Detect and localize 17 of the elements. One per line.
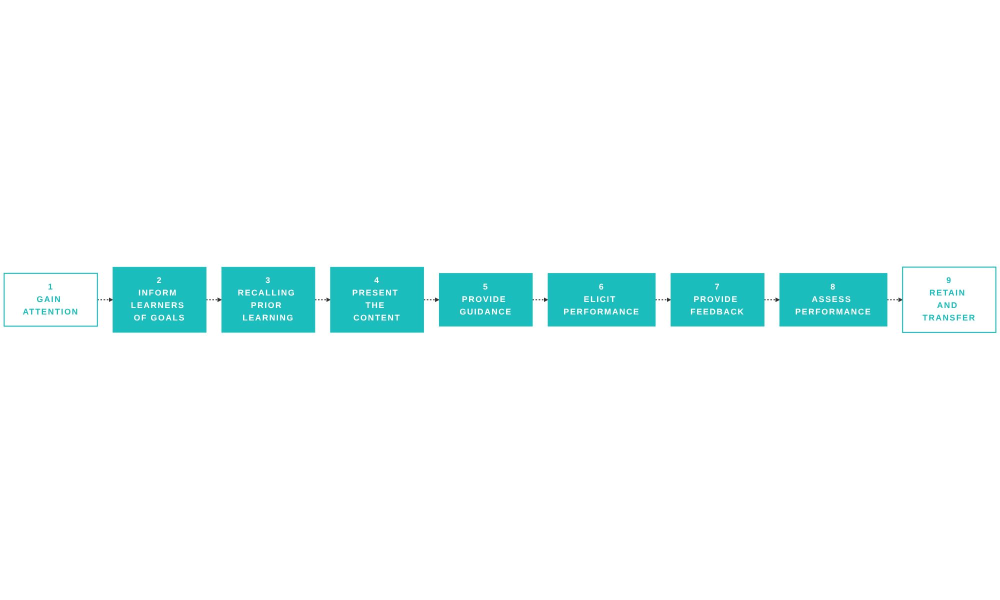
arrow <box>206 298 222 302</box>
arrow <box>887 298 903 302</box>
node-box <box>330 267 424 333</box>
arrow <box>314 298 331 302</box>
arrow <box>532 298 548 302</box>
node-box <box>902 266 996 334</box>
arrow <box>424 298 440 302</box>
node-box <box>670 273 764 327</box>
arrow <box>655 298 672 302</box>
node-box <box>112 267 206 333</box>
node-box <box>438 273 533 327</box>
node-box <box>779 273 888 327</box>
node-box <box>4 273 98 327</box>
arrow <box>97 298 114 302</box>
arrow <box>764 298 780 302</box>
node-box <box>548 273 656 327</box>
node-box <box>221 267 316 333</box>
